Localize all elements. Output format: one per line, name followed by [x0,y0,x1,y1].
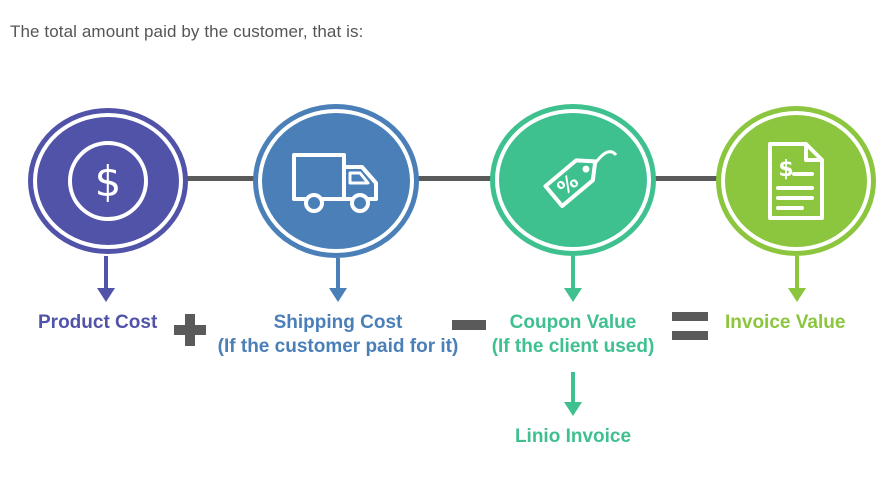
shipping-cost-sublabel: (If the customer paid for it) [217,336,459,357]
invoice-value-label: Invoice Value [725,312,846,333]
coupon-value-sublabel: (If the client used) [491,336,655,357]
coupon-value-label: Coupon Value [509,312,637,333]
svg-text:$: $ [778,157,793,182]
dollar-icon: $ [68,141,148,221]
delivery-truck-icon [292,153,378,213]
shipping-cost-arrow [329,258,347,302]
product-cost-label: Product Cost [38,312,158,333]
plus-operator [174,314,206,346]
minus-operator [452,320,486,330]
invoice-value-arrow [788,256,806,302]
coupon-value-arrow [564,256,582,302]
connector-line [110,176,800,181]
svg-text:%: % [552,169,583,200]
invoice-value-circle: $ [716,106,876,256]
discount-tag-icon: % [543,150,618,209]
linio-invoice-label: Linio Invoice [514,426,632,447]
coupon-value-circle: % [490,104,656,256]
intro-text: The total amount paid by the customer, t… [10,22,364,41]
product-cost-arrow [97,256,115,302]
shipping-cost-circle [253,104,419,258]
shipping-cost-label: Shipping Cost [273,312,403,333]
equals-operator [672,312,708,340]
product-cost-circle: $ [28,108,188,254]
linio-invoice-arrow [564,372,582,416]
svg-text:$: $ [95,157,122,206]
invoice-document-icon: $ [768,142,824,220]
